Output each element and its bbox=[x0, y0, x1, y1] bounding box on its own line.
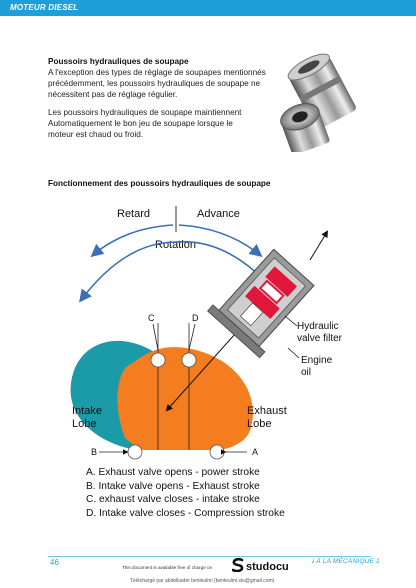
paragraph-2-line: Automatiquement le bon jeu de soupape lo… bbox=[48, 119, 233, 128]
paragraph-1-line: nécessitent pas de réglage régulier. bbox=[48, 90, 178, 99]
rotation-label: Rotation bbox=[155, 239, 196, 251]
header-title: MOTEUR DIESEL bbox=[10, 3, 79, 12]
exhaust-label-2: Lobe bbox=[247, 418, 271, 430]
lifter-photo bbox=[280, 53, 356, 152]
point-a bbox=[209, 444, 225, 460]
paragraph-2: Les poussoirs hydrauliques de soupape ma… bbox=[48, 107, 263, 140]
advance-label: Advance bbox=[197, 208, 240, 220]
retard-arrow bbox=[90, 224, 174, 258]
studocu-logo-icon bbox=[232, 558, 244, 572]
exhaust-lobe-body bbox=[133, 347, 253, 450]
lifter-diagram: Retard Advance Rotation C D B A Intake L… bbox=[70, 206, 343, 460]
label-b: B bbox=[91, 447, 97, 457]
engine-label-1: Engine bbox=[301, 355, 333, 366]
intake-label-2: Lobe bbox=[72, 418, 96, 430]
hydraulic-label-2: valve filter bbox=[297, 333, 343, 344]
lifter-axis-arrow bbox=[165, 333, 236, 412]
label-a: A bbox=[252, 447, 258, 457]
legend-item-d: D. Intake valve closes - Compression str… bbox=[86, 507, 285, 519]
point-c bbox=[150, 352, 166, 368]
exhaust-lobe-edge bbox=[117, 363, 140, 450]
paragraph-2-line: Les poussoirs hydrauliques de soupape ma… bbox=[48, 108, 242, 117]
pointer-d bbox=[188, 323, 196, 351]
paragraph-2-line: moteur est chaud ou froid. bbox=[48, 130, 144, 139]
legend-item-b: B. Intake valve opens - Exhaust stroke bbox=[86, 480, 260, 492]
intake-label-1: Intake bbox=[72, 405, 102, 417]
retard-label: Retard bbox=[117, 208, 150, 220]
rotation-arrow bbox=[79, 240, 271, 303]
paragraph-1-line: précédemment, les poussoirs hydrauliques… bbox=[48, 79, 261, 88]
paragraph-1-line: A l'exception des types de réglage de so… bbox=[48, 68, 266, 77]
engine-label-2: oil bbox=[301, 367, 311, 378]
paragraph-1: A l'exception des types de réglage de so… bbox=[48, 67, 266, 100]
point-b bbox=[127, 444, 143, 460]
download-note: Téléchargé par abdelkader benleulmi (ben… bbox=[130, 578, 275, 584]
studocu-brand[interactable]: studocu bbox=[246, 561, 289, 573]
studocu-badge bbox=[232, 557, 312, 577]
pushrod-arrow bbox=[309, 230, 329, 261]
header-bar bbox=[0, 0, 416, 16]
figure-legend: A. Exhaust valve opens - power stroke B.… bbox=[86, 466, 285, 520]
hydraulic-pointer bbox=[284, 315, 298, 327]
hydraulic-lifter bbox=[207, 248, 315, 359]
hydraulic-label-1: Hydraulic bbox=[297, 321, 339, 332]
legend-item-c: C. exhaust valve closes - intake stroke bbox=[86, 494, 260, 505]
pointer-c bbox=[152, 323, 159, 351]
page-number: 46 bbox=[50, 558, 59, 567]
footer-note: This document is available free of charg… bbox=[122, 565, 213, 570]
exhaust-label-1: Exhaust bbox=[247, 405, 287, 417]
point-d bbox=[181, 352, 197, 368]
figure-title: Fonctionnement des poussoirs hydraulique… bbox=[48, 179, 271, 188]
label-d: D bbox=[192, 313, 199, 323]
footer-rule bbox=[48, 556, 371, 557]
legend-item-a: A. Exhaust valve opens - power stroke bbox=[86, 467, 260, 478]
engine-pointer bbox=[287, 347, 300, 359]
section-title: Poussoirs hydrauliques de soupape bbox=[48, 57, 189, 66]
footer-chapter: INTRODUCTION À LA MÉCANIQUE 1 bbox=[262, 558, 380, 565]
advance-arrow bbox=[178, 224, 263, 258]
label-c: C bbox=[148, 313, 155, 323]
